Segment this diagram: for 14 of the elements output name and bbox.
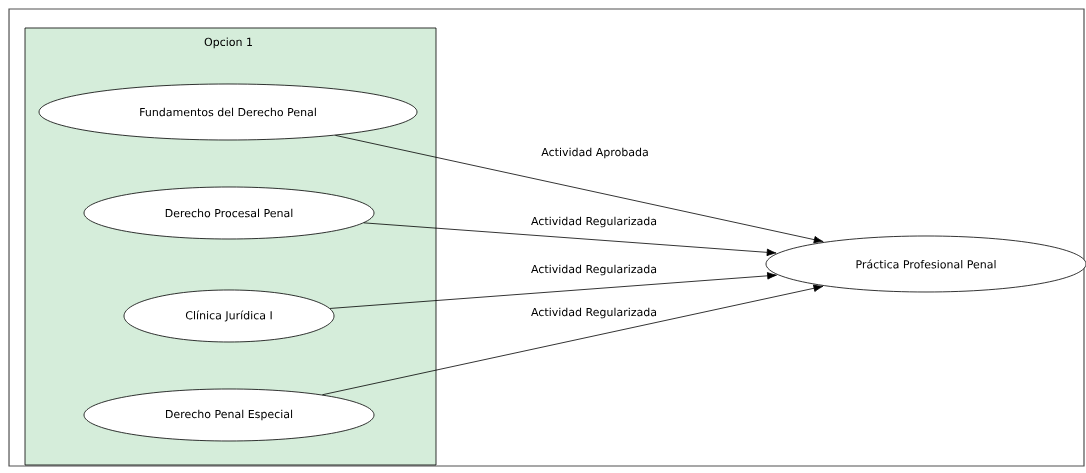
edge-label: Actividad Regularizada	[530, 263, 658, 277]
edge-label: Actividad Regularizada	[530, 306, 658, 320]
arrow	[329, 272, 777, 309]
edge-label: Actividad Aprobada	[540, 146, 650, 160]
ellipse-node: Fundamentos del Derecho Penal	[38, 83, 418, 141]
edge-label: Actividad Regularizada	[530, 215, 658, 229]
arrow	[322, 284, 824, 396]
ellipse-node: Clínica Jurídica I	[123, 289, 335, 343]
ellipse-node: Práctica Profesional Penal	[765, 235, 1086, 293]
node-label: Práctica Profesional Penal	[856, 259, 996, 269]
arrow	[363, 222, 777, 257]
ellipse-node: Derecho Procesal Penal	[83, 186, 375, 240]
ellipse-node: Derecho Penal Especial	[83, 388, 375, 442]
arrow	[335, 135, 824, 244]
